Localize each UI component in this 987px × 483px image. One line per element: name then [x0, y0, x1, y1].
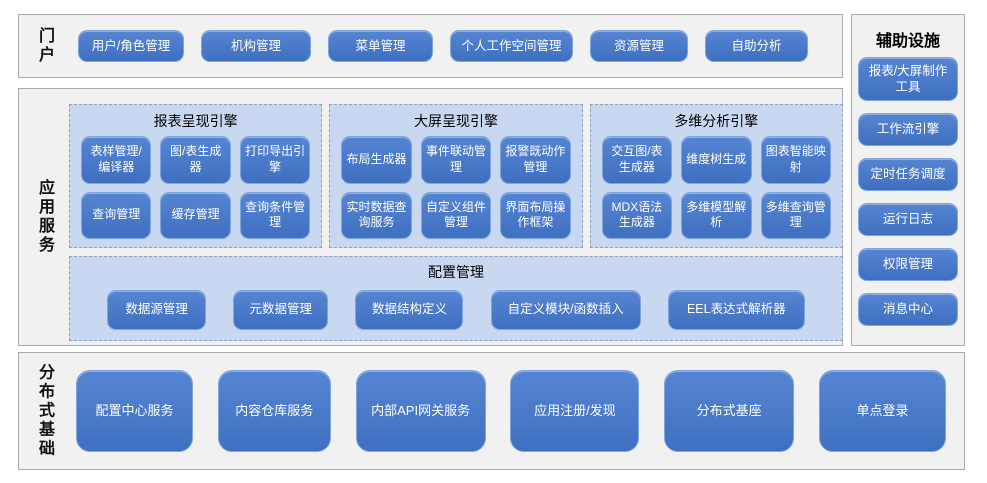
node-custom-component-mgmt: 自定义组件管理 — [420, 191, 492, 239]
auxiliary-facilities-column: 报表/大屏制作工具 工作流引擎 定时任务调度 运行日志 权限管理 消息中心 — [858, 57, 958, 326]
node-mdx-syntax-generator: MDX语法生成器 — [601, 191, 673, 239]
node-datasource-mgmt: 数据源管理 — [107, 289, 207, 330]
node-single-sign-on: 单点登录 — [818, 370, 946, 452]
node-eel-expression-parser: EEL表达式解析器 — [667, 289, 805, 330]
portal-node-self-analysis: 自助分析 — [705, 30, 808, 62]
portal-node-workspace-mgmt: 个人工作空间管理 — [450, 30, 573, 62]
olap-engine-panel: 多维分析引擎 交互图/表生成器 维度树生成 图表智能映射 MDX语法生成器 多维… — [589, 104, 843, 248]
config-mgmt-panel: 配置管理 数据源管理 元数据管理 数据结构定义 自定义模块/函数插入 EEL表达… — [69, 256, 843, 341]
screen-engine-title: 大屏呈现引擎 — [413, 113, 498, 129]
node-layout-generator: 布局生成器 — [341, 136, 412, 184]
node-dimension-tree-generation: 维度树生成 — [681, 136, 752, 184]
node-report-screen-authoring-tool: 报表/大屏制作工具 — [858, 57, 958, 101]
portal-button-row: 用户/角色管理 机构管理 菜单管理 个人工作空间管理 资源管理 自助分析 — [78, 15, 808, 77]
portal-node-user-role-mgmt: 用户/角色管理 — [78, 30, 184, 62]
olap-engine-grid: 交互图/表生成器 维度树生成 图表智能映射 MDX语法生成器 多维模型解析 多维… — [601, 136, 831, 239]
node-run-log: 运行日志 — [858, 203, 958, 236]
node-ui-layout-framework: 界面布局操作框架 — [500, 191, 571, 239]
node-query-condition-mgmt: 查询条件管理 — [239, 191, 311, 239]
node-realtime-data-query: 实时数据查询服务 — [341, 191, 412, 239]
node-multidim-query-mgmt: 多维查询管理 — [760, 191, 831, 239]
auxiliary-facilities-section: 辅助设施 报表/大屏制作工具 工作流引擎 定时任务调度 运行日志 权限管理 消息… — [851, 14, 965, 346]
node-data-structure-definition: 数据结构定义 — [355, 289, 464, 330]
node-scheduled-task-dispatch: 定时任务调度 — [858, 158, 958, 191]
distributed-base-section: 分布式基础 配置中心服务 内容仓库服务 内部API网关服务 应用注册/发现 分布… — [18, 352, 965, 470]
portal-node-resource-mgmt: 资源管理 — [590, 30, 688, 62]
node-multidim-model-parsing: 多维模型解析 — [681, 191, 752, 239]
node-style-mgmt-compiler: 表样管理/编译器 — [81, 136, 152, 184]
node-query-mgmt: 查询管理 — [81, 191, 152, 239]
node-event-linkage-mgmt: 事件联动管理 — [420, 136, 492, 184]
node-message-center: 消息中心 — [858, 293, 958, 326]
portal-node-org-mgmt: 机构管理 — [201, 30, 311, 62]
app-services-section-label: 应用服务 — [36, 179, 53, 255]
node-chart-table-generator: 图/表生成器 — [160, 136, 231, 184]
screen-engine-panel: 大屏呈现引擎 布局生成器 事件联动管理 报警既动作管理 实时数据查询服务 自定义… — [329, 104, 583, 248]
config-mgmt-title: 配置管理 — [428, 264, 484, 280]
node-internal-api-gateway-service: 内部API网关服务 — [355, 370, 486, 452]
node-content-repo-service: 内容仓库服务 — [217, 370, 331, 452]
node-chart-smart-mapping: 图表智能映射 — [760, 136, 831, 184]
report-engine-title: 报表呈现引擎 — [153, 113, 238, 129]
node-cache-mgmt: 缓存管理 — [160, 191, 231, 239]
node-metadata-mgmt: 元数据管理 — [233, 289, 329, 330]
node-interactive-chart-generator: 交互图/表生成器 — [601, 136, 673, 184]
node-custom-module-function-insert: 自定义模块/函数插入 — [490, 289, 641, 330]
node-print-export-engine: 打印导出引擎 — [239, 136, 311, 184]
distributed-base-row: 配置中心服务 内容仓库服务 内部API网关服务 应用注册/发现 分布式基座 单点… — [76, 353, 946, 469]
engine-panels: 报表呈现引擎 表样管理/编译器 图/表生成器 打印导出引擎 查询管理 缓存管理 … — [69, 104, 843, 248]
portal-section-label: 门户 — [36, 27, 53, 65]
node-alarm-action-mgmt: 报警既动作管理 — [500, 136, 571, 184]
distributed-base-section-label: 分布式基础 — [36, 363, 53, 459]
portal-section: 门户 用户/角色管理 机构管理 菜单管理 个人工作空间管理 资源管理 自助分析 — [18, 14, 843, 78]
report-engine-panel: 报表呈现引擎 表样管理/编译器 图/表生成器 打印导出引擎 查询管理 缓存管理 … — [69, 104, 323, 248]
auxiliary-facilities-title: 辅助设施 — [875, 33, 940, 50]
olap-engine-title: 多维分析引擎 — [674, 113, 759, 129]
node-distributed-base: 分布式基座 — [664, 370, 795, 452]
node-workflow-engine: 工作流引擎 — [858, 113, 958, 146]
portal-node-menu-mgmt: 菜单管理 — [328, 30, 433, 62]
report-engine-grid: 表样管理/编译器 图/表生成器 打印导出引擎 查询管理 缓存管理 查询条件管理 — [81, 136, 311, 239]
node-app-registration-discovery: 应用注册/发现 — [510, 370, 640, 452]
app-services-section: 应用服务 报表呈现引擎 表样管理/编译器 图/表生成器 打印导出引擎 查询管理 … — [18, 88, 843, 346]
screen-engine-grid: 布局生成器 事件联动管理 报警既动作管理 实时数据查询服务 自定义组件管理 界面… — [341, 136, 571, 239]
node-permission-mgmt: 权限管理 — [858, 248, 958, 281]
config-mgmt-row: 数据源管理 元数据管理 数据结构定义 自定义模块/函数插入 EEL表达式解析器 — [80, 287, 832, 332]
node-config-center-service: 配置中心服务 — [76, 370, 193, 452]
